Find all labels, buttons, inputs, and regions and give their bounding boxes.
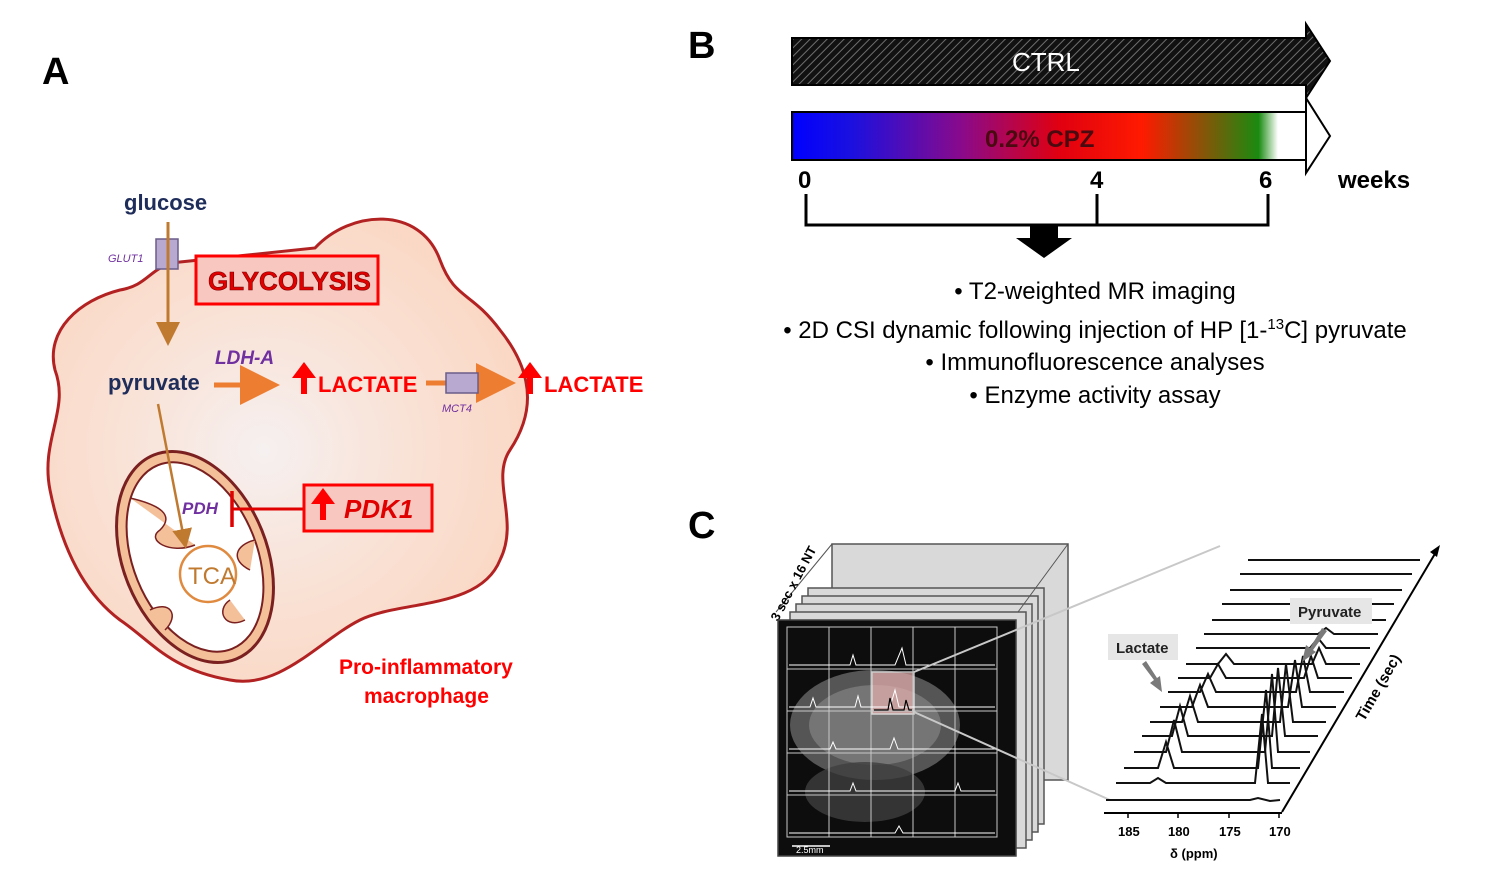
panel-b: CTRL 0.2% CPZ 0 4 6 weeks [791,20,1410,258]
glycolysis-box [194,254,380,306]
time-axis-arrowhead-icon [1430,545,1440,557]
ctrl-label: CTRL [1012,47,1080,77]
week-tick-6: 6 [1259,167,1272,194]
pdk1-label: PDK1 [344,494,413,524]
cell-label-line1: Pro-inflammatory [339,656,513,679]
down-arrow-icon [1016,225,1072,258]
mct4-transporter [445,372,479,394]
week-tick-0: 0 [798,167,811,194]
mct4-label: MCT4 [442,403,472,415]
glut1-label: GLUT1 [108,253,143,265]
lactate-callout: Lactate [1116,640,1169,657]
cell-label-line2: macrophage [364,685,489,708]
panel-a: TCA glucose GLUT1 GLYCOLYSIS pyruvate LD… [46,190,643,708]
cpz-gradient-bar [792,112,1278,160]
ppm-tick-180: 180 [1168,824,1190,839]
ppm-tick-185: 185 [1118,824,1140,839]
panel-c-label: C [688,505,715,547]
lactate-up-arrow-icon [292,362,316,394]
panel-b-label: B [688,25,715,67]
pyruvate-pointer-arrow-icon [1302,628,1327,662]
panel-a-label: A [42,51,69,93]
time-axis-line [1281,551,1437,813]
mitochondrion [115,450,275,664]
ctrl-timeline-arrow [791,20,1332,102]
pyruvate-callout: Pyruvate [1298,604,1361,621]
lactate-intracellular-label: LACTATE [318,372,417,397]
lactate-extracellular-label: LACTATE [544,372,643,397]
lactate-out-up-arrow-icon [518,362,542,394]
method-csi-superscript: 13 [1267,315,1285,333]
pdk1-up-arrow-icon [311,488,335,520]
method-csi-prefix: • 2D CSI dynamic following injection of … [783,316,1268,344]
csi-grid [786,626,998,838]
weeks-unit-label: weeks [1337,167,1410,194]
ppm-tick-175: 175 [1219,824,1241,839]
pyruvate-to-tca-arrow [156,403,192,549]
method-enzyme-assay: • Enzyme activity assay [969,381,1221,409]
timepoint-bracket [804,194,1270,227]
lactate-pointer-arrow-icon [1142,661,1162,692]
methods-list: • T2-weighted MR imaging • 2D CSI dynami… [730,276,1460,412]
scale-bar-label: 2.5mm [796,845,824,855]
method-immunofluorescence: • Immunofluorescence analyses [925,349,1265,376]
method-mr-imaging: • T2-weighted MR imaging [954,278,1236,305]
pyruvate-label: pyruvate [108,370,200,395]
pdh-label: PDH [182,499,219,518]
glycolysis-label: GLYCOLYSIS [208,266,371,296]
ppm-tick-170: 170 [1269,824,1291,839]
cpz-label: 0.2% CPZ [985,126,1094,153]
tca-label: TCA [188,563,236,590]
time-axis-label: Time (sec) [1353,651,1405,724]
glucose-label: glucose [124,190,207,215]
ppm-axis-label: δ (ppm) [1170,846,1218,861]
voxel-spectra [789,646,995,834]
panel-c: 3 sec x 16 NT 2.5mm [767,543,1440,861]
method-csi-suffix: C] pyruvate [1284,316,1407,344]
pyruvate-callout-box [1290,598,1372,624]
method-csi: • 2D CSI dynamic following injection of … [730,309,1460,348]
week-tick-4: 4 [1090,167,1104,194]
lactate-callout-box [1108,634,1178,660]
ldha-label: LDH-A [215,348,274,369]
